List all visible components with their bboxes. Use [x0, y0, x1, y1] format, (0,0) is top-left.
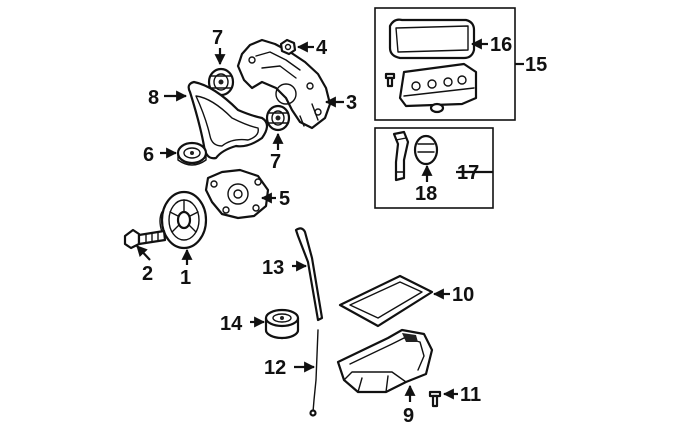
callout-3: 3 [346, 92, 357, 114]
oil-dipstick [294, 227, 324, 322]
leader-lines [136, 38, 524, 402]
oil-filler-tube [392, 130, 410, 182]
callout-18: 18 [415, 183, 437, 205]
callout-11: 11 [460, 384, 481, 406]
valve-cover-bolt [384, 72, 396, 88]
callout-5: 5 [279, 188, 290, 210]
callout-17: 17 [457, 162, 479, 184]
callout-6: 6 [143, 144, 154, 166]
valve-cover-gasket [388, 18, 476, 60]
valve-cover-grommet [429, 102, 445, 114]
callout-9: 9 [403, 405, 414, 427]
dipstick-tube [309, 329, 319, 417]
callout-15: 15 [525, 54, 547, 76]
valve-cover [398, 62, 478, 108]
callout-16: 16 [490, 34, 512, 56]
oil-filler-group-box [374, 127, 494, 209]
idler-pulley-lower [265, 104, 291, 132]
oil-pan-gasket [338, 274, 434, 328]
callout-1: 1 [180, 267, 191, 289]
water-pump [204, 168, 270, 220]
callout-7-upper: 7 [212, 27, 223, 49]
tensioner-pulley [176, 141, 208, 166]
callout-2: 2 [142, 263, 153, 285]
crankshaft-damper [159, 190, 208, 250]
oil-filter [264, 308, 300, 340]
timing-cover [236, 38, 332, 130]
oil-filler-cap [413, 134, 439, 166]
callout-8: 8 [148, 87, 159, 109]
damper-bolt [123, 228, 167, 250]
callout-7-lower: 7 [270, 151, 281, 173]
idler-pulley-upper [207, 67, 235, 97]
oil-pan [336, 328, 434, 394]
callout-13: 13 [262, 257, 284, 279]
callout-4: 4 [316, 37, 328, 59]
oil-pan-bolt [428, 390, 442, 408]
callout-10: 10 [452, 284, 474, 306]
callout-14: 14 [220, 313, 243, 335]
callout-12: 12 [264, 357, 286, 379]
nut-part [279, 38, 297, 56]
